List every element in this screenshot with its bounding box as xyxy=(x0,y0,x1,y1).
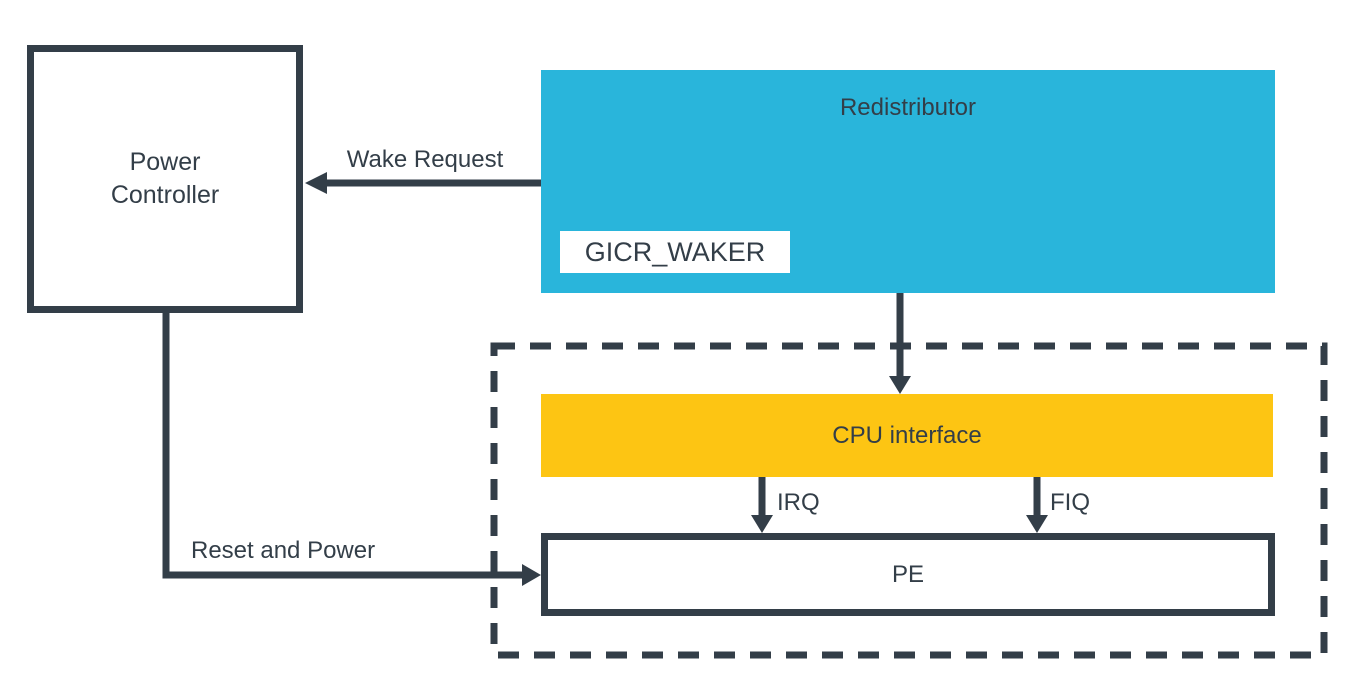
fiq-label: FIQ xyxy=(1050,489,1090,516)
pe-domain-dashed-boundary xyxy=(490,342,1328,659)
reset-and-power-label: Reset and Power xyxy=(191,537,376,564)
fiq-arrow xyxy=(1026,477,1048,533)
redistributor-box: Redistributor GICR_WAKER xyxy=(541,70,1275,293)
power-controller-label-line2: Controller xyxy=(110,181,220,209)
redistributor-label: Redistributor xyxy=(839,94,977,121)
irq-label: IRQ xyxy=(777,489,820,516)
gicr-waker-register-label: GICR_WAKER xyxy=(560,231,790,273)
pe-label: PE xyxy=(891,560,924,588)
power-controller-label: Power Controller xyxy=(111,146,219,212)
pe-box: PE xyxy=(541,533,1275,616)
power-controller-box: Power Controller xyxy=(27,45,303,313)
redistributor-to-cpu-interface-arrow xyxy=(889,293,911,394)
power-controller-label-line1: Power xyxy=(129,148,201,176)
wake-request-label: Wake Request xyxy=(346,146,504,173)
wake-request-arrow xyxy=(305,172,543,194)
cpu-interface-box: CPU interface xyxy=(541,394,1273,477)
reset-and-power-arrow xyxy=(162,310,541,586)
cpu-interface-label: CPU interface xyxy=(832,421,982,449)
irq-arrow xyxy=(751,477,773,533)
